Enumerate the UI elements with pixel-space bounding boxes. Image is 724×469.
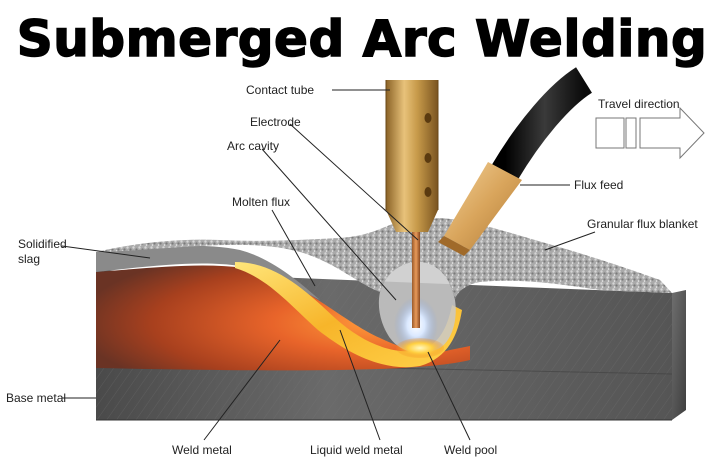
label-weld-metal: Weld metal: [172, 443, 232, 457]
solidified-slag: [96, 245, 320, 300]
granular-flux-blanket: [96, 218, 672, 300]
weld-pool: [396, 338, 444, 358]
label-base-metal: Base metal: [6, 391, 66, 405]
travel-direction-arrow: [595, 106, 705, 160]
flux-feed-hose: [438, 67, 593, 256]
leader-lines: [61, 89, 596, 441]
label-slag: slag: [18, 252, 40, 266]
label-travel-direction: Travel direction: [598, 97, 680, 111]
diagram-title: Submerged Arc Welding: [16, 9, 708, 69]
contact-tube: [385, 80, 439, 232]
molten-flux: [235, 262, 462, 368]
label-weld-pool: Weld pool: [444, 443, 497, 457]
label-molten-flux: Molten flux: [232, 195, 290, 209]
label-arc-cavity: Arc cavity: [227, 139, 279, 153]
label-granular-flux-blanket: Granular flux blanket: [587, 217, 698, 231]
label-flux-feed: Flux feed: [574, 178, 623, 192]
electrode: [412, 230, 420, 328]
label-electrode: Electrode: [250, 115, 301, 129]
label-contact-tube: Contact tube: [246, 83, 314, 97]
weld-metal: [96, 265, 470, 371]
label-liquid-weld-metal: Liquid weld metal: [310, 443, 403, 457]
label-solidified: Solidified: [18, 237, 67, 251]
